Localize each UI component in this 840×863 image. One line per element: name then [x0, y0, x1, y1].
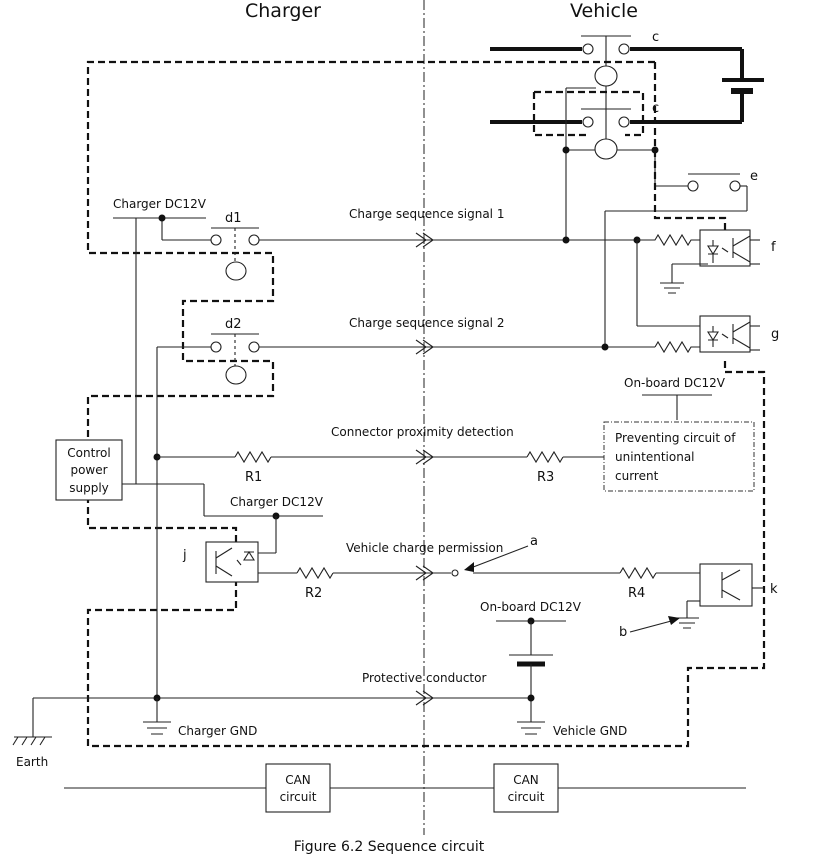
- connector-seq1: [415, 232, 434, 248]
- label-r1: R1: [245, 470, 262, 485]
- vehicle-gnd-label: Vehicle GND: [553, 724, 627, 738]
- vehicle-header: Vehicle: [570, 0, 638, 22]
- label-j: j: [182, 548, 187, 563]
- switch-e: [604, 150, 748, 347]
- cps-line-3: supply: [69, 481, 109, 495]
- label-f: f: [771, 240, 776, 255]
- control-power-supply-box: [55, 439, 123, 501]
- ground-f: [660, 282, 684, 294]
- figure-caption: Figure 6.2 Sequence circuit: [294, 839, 485, 855]
- cps-line-1: Control: [67, 446, 110, 460]
- preventing-line-1: Preventing circuit of: [615, 431, 736, 445]
- charger-header: Charger: [245, 0, 321, 22]
- resistor-f: [637, 233, 700, 247]
- photocoupler-k: [699, 563, 753, 607]
- charger-gnd-label: Charger GND: [178, 724, 257, 738]
- onboard-dc12v-bottom-label: On-board DC12V: [480, 600, 582, 614]
- can-vehicle-line-1: CAN: [513, 773, 539, 787]
- label-d1: d1: [225, 211, 242, 226]
- main-contactors-c: [490, 35, 764, 240]
- switch-d1: [210, 227, 260, 281]
- onboard-dc12v-top-label: On-board DC12V: [624, 376, 726, 390]
- photocoupler-f: [699, 229, 751, 267]
- can-charger-line-1: CAN: [285, 773, 311, 787]
- resistor-r3: [526, 450, 564, 464]
- label-d2: d2: [225, 317, 242, 332]
- preventing-line-2: unintentional: [615, 450, 695, 464]
- preventing-circuit-box: [603, 421, 755, 492]
- seq-signal-1-label: Charge sequence signal 1: [349, 207, 504, 221]
- label-r3: R3: [537, 470, 554, 485]
- contactor-link-dash: [532, 90, 645, 137]
- photocoupler-j: [205, 541, 259, 583]
- resistor-r4: [619, 566, 657, 580]
- label-a: a: [530, 534, 538, 549]
- connector-permission: [415, 565, 434, 581]
- ground-k: [675, 617, 699, 629]
- connector-seq2: [415, 339, 434, 355]
- seq-signal-2-label: Charge sequence signal 2: [349, 316, 504, 330]
- earth-label: Earth: [16, 755, 48, 769]
- earth-symbol: [12, 736, 46, 746]
- label-b: b: [619, 625, 627, 640]
- photocoupler-g: [699, 315, 751, 353]
- charger-dc12v-mid-label: Charger DC12V: [230, 495, 324, 509]
- proximity-label: Connector proximity detection: [331, 425, 514, 439]
- can-circuit-vehicle: [493, 763, 559, 813]
- can-vehicle-line-2: circuit: [508, 790, 545, 804]
- label-r2: R2: [305, 586, 322, 601]
- resistor-r2: [296, 566, 334, 580]
- label-r4: R4: [628, 586, 645, 601]
- connector-protective: [415, 690, 434, 706]
- label-e: e: [750, 169, 758, 184]
- resistor-r1: [234, 450, 272, 464]
- label-g: g: [771, 327, 779, 342]
- preventing-line-3: current: [615, 469, 659, 483]
- can-circuit-charger: [265, 763, 331, 813]
- vehicle-gnd-symbol: [517, 721, 545, 735]
- label-k: k: [770, 582, 778, 597]
- cps-line-2: power: [70, 463, 107, 477]
- protective-label: Protective conductor: [362, 671, 486, 685]
- permission-label: Vehicle charge permission: [346, 541, 503, 555]
- interlock-dash-path: [86, 60, 766, 748]
- resistor-g: [654, 340, 700, 354]
- can-charger-line-2: circuit: [280, 790, 317, 804]
- label-c-top: c: [652, 30, 659, 45]
- charger-dc12v-top-label: Charger DC12V: [113, 197, 207, 211]
- charger-gnd-symbol: [143, 721, 171, 735]
- connector-proximity: [415, 449, 434, 465]
- switch-d2: [210, 333, 260, 385]
